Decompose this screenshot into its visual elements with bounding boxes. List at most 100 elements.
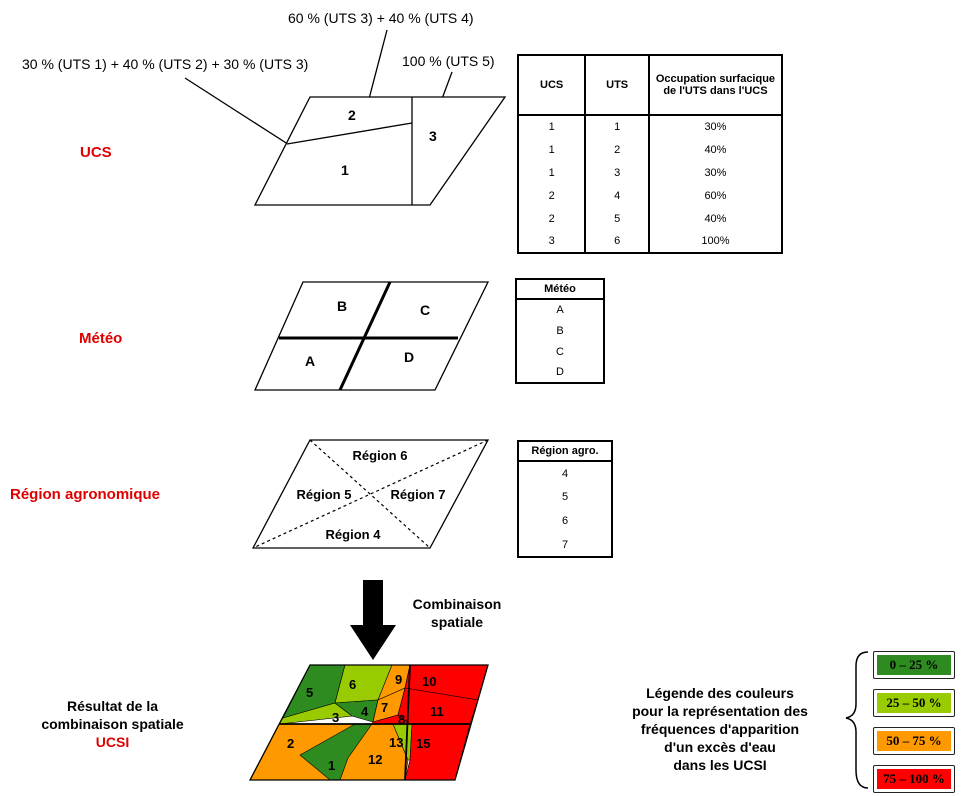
label-result-line1: Résultat de la: [66, 698, 159, 714]
region-map-diag-2: [252, 439, 489, 549]
table-row: D: [515, 362, 605, 384]
table-row: B: [515, 320, 605, 341]
region-map-diag-1: [309, 439, 431, 549]
meteo-zone-b: B: [337, 298, 347, 314]
ucs-table-header-uts: UTS: [584, 54, 650, 116]
table-row: 6: [517, 509, 613, 533]
legend-item-75-100: 75 – 100 %: [873, 765, 955, 793]
ucs-zone-1: 1: [341, 162, 349, 178]
region-zone-6: Région 6: [353, 448, 408, 463]
ucsi-label-12: 12: [368, 752, 382, 767]
ucs-map-outline: [253, 96, 507, 206]
legend-title-line2: pour la représentation des: [632, 703, 808, 719]
meteo-map: B C A D: [253, 281, 490, 391]
ucsi-label-3: 3: [332, 710, 339, 725]
legend-title-line1: Légende des couleurs: [646, 685, 794, 701]
table-cell: C: [515, 341, 605, 362]
meteo-zone-d: D: [404, 349, 414, 365]
table-cell: 1: [516, 115, 587, 138]
ucsi-vdivider: [404, 664, 411, 781]
label-result-line3: UCSI: [95, 734, 130, 750]
ucsi-label-5: 5: [306, 685, 313, 700]
meteo-table-header: Météo: [515, 278, 605, 300]
table-row: 5: [517, 485, 613, 509]
table-cell: 40%: [647, 138, 784, 161]
legend-label-0-25: 0 – 25 %: [889, 657, 939, 672]
ucsi-map: [248, 664, 489, 781]
annotation-top-center: 60 % (UTS 3) + 40 % (UTS 4): [288, 10, 474, 26]
table-cell: 6: [517, 509, 613, 533]
label-meteo: Météo: [79, 330, 123, 347]
table-cell: 40%: [647, 207, 784, 230]
legend-brace-icon: [845, 651, 869, 789]
legend-title: Légende des couleurs pour la représentat…: [600, 684, 840, 774]
table-cell: 30%: [647, 161, 784, 184]
table-row: 7: [517, 533, 613, 558]
legend-label-50-75: 50 – 75 %: [886, 733, 942, 748]
legend-title-line3: fréquences d'apparition: [640, 721, 800, 737]
table-cell: 4: [584, 184, 650, 207]
ucs-table-header-occupation: Occupation surfacique de l'UTS dans l'UC…: [647, 54, 784, 116]
ucsi-label-1: 1: [328, 758, 335, 773]
legend-item-25-50: 25 – 50 %: [873, 689, 955, 717]
legend-title-line5: dans les UCSI: [673, 757, 767, 773]
legend-swatch-50-75: 50 – 75 %: [877, 731, 951, 751]
table-cell: 2: [516, 184, 587, 207]
region-table-header: Région agro.: [517, 440, 613, 462]
ucsi-label-2: 2: [287, 736, 294, 751]
region-zone-4: Région 4: [326, 527, 382, 542]
ucsi-label-13: 13: [389, 735, 403, 750]
table-cell: D: [515, 362, 605, 384]
ucs-map-divider-1: [286, 122, 413, 145]
combination-arrow-icon: [350, 580, 396, 660]
ucsi-label-7: 7: [381, 700, 388, 715]
table-row: A: [515, 299, 605, 320]
legend-swatch-0-25: 0 – 25 %: [877, 655, 951, 675]
legend-item-50-75: 50 – 75 %: [873, 727, 955, 755]
meteo-map-outline: [253, 281, 490, 391]
ucs-zone-3: 3: [429, 128, 437, 144]
region-zone-7: Région 7: [391, 487, 446, 502]
table-row: C: [515, 341, 605, 362]
table-cell: 60%: [647, 184, 784, 207]
meteo-zone-a: A: [305, 353, 315, 369]
region-zone-5: Région 5: [297, 487, 352, 502]
meteo-map-vdivider: [338, 281, 392, 391]
ucsi-label-4: 4: [361, 704, 369, 719]
table-cell: 100%: [647, 230, 784, 254]
legend-label-75-100: 75 – 100 %: [883, 771, 945, 786]
ucsi-label-10: 10: [422, 674, 436, 689]
label-result-line2: combinaison spatiale: [41, 716, 184, 732]
ucsi-label-9: 9: [395, 672, 402, 687]
table-cell: 2: [516, 207, 587, 230]
legend-swatch-75-100: 75 – 100 %: [877, 769, 951, 789]
combination-label: Combinaison spatiale: [392, 595, 522, 631]
table-cell: 4: [517, 461, 613, 485]
annotation-top-left: 30 % (UTS 1) + 40 % (UTS 2) + 30 % (UTS …: [22, 56, 309, 72]
table-cell: A: [515, 299, 605, 320]
table-cell: 7: [517, 533, 613, 558]
meteo-zone-c: C: [420, 302, 430, 318]
annotation-top-right: 100 % (UTS 5): [402, 53, 495, 69]
table-cell: 6: [584, 230, 650, 254]
table-cell: B: [515, 320, 605, 341]
legend-label-25-50: 25 – 50 %: [886, 695, 942, 710]
ucsi-cell-15: [404, 723, 471, 781]
ucsi-map-labels: 1 2 3 4 5 6 7 8 9 10 11 12 13 15: [287, 672, 444, 773]
table-cell: 2: [584, 138, 650, 161]
table-cell: 3: [516, 230, 587, 254]
table-cell: 3: [584, 161, 650, 184]
ucsi-label-6: 6: [349, 677, 356, 692]
combination-label-line2: spatiale: [430, 614, 484, 630]
legend-title-line4: d'un excès d'eau: [664, 739, 776, 755]
label-ucs: UCS: [80, 144, 112, 161]
ucsi-label-11: 11: [430, 704, 444, 719]
combination-label-line1: Combinaison: [412, 596, 502, 612]
ucs-map: 1 2 3: [253, 96, 507, 206]
